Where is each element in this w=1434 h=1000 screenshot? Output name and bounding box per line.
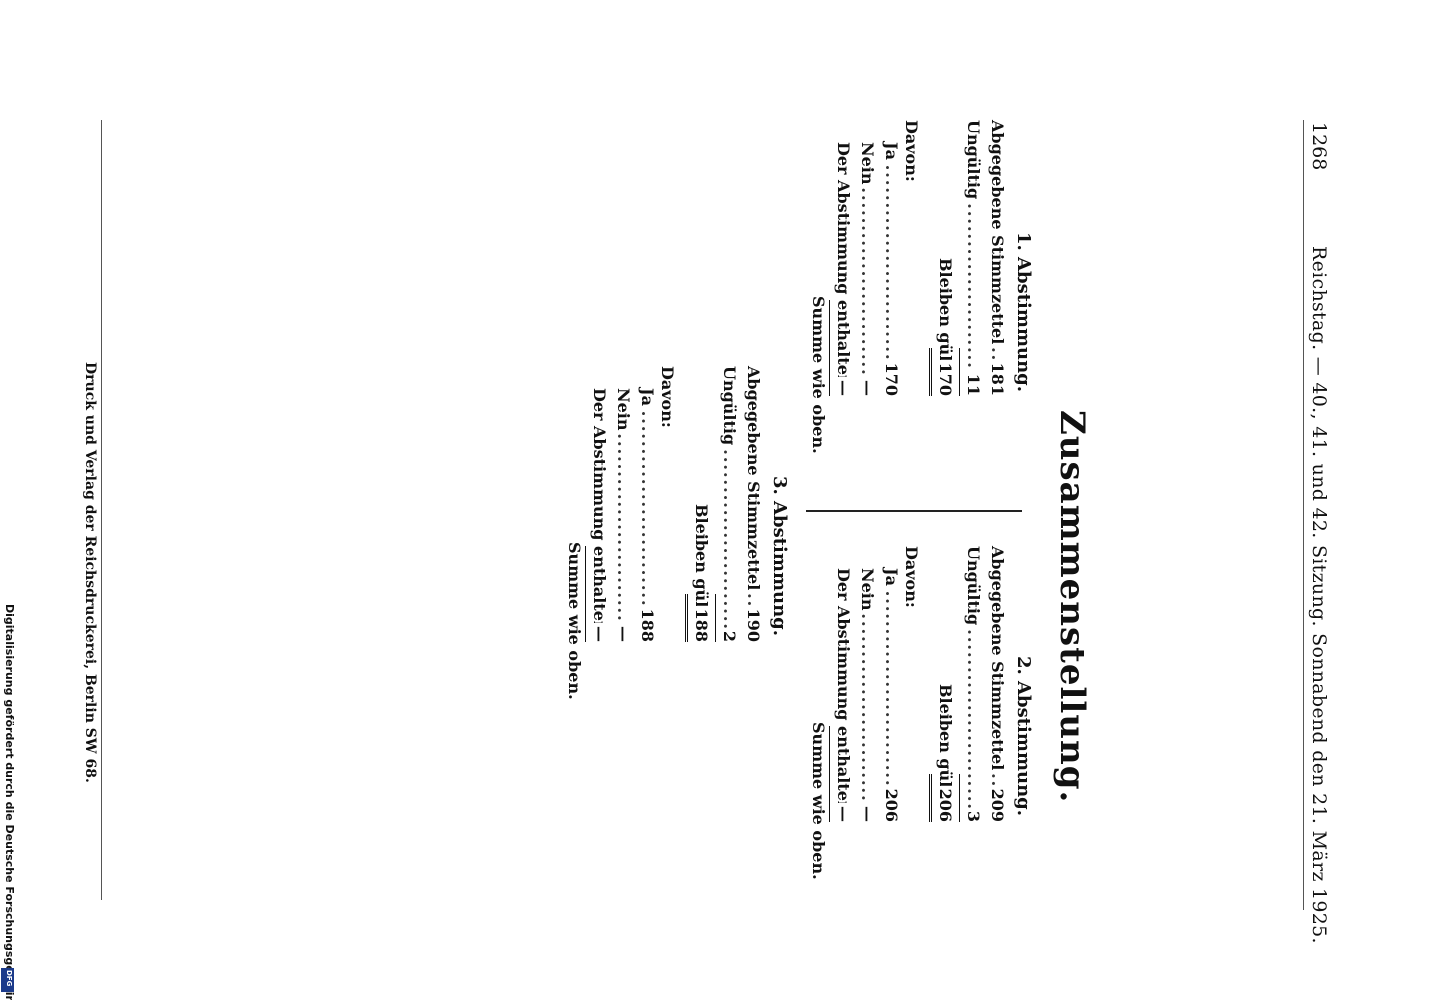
row-label: Nein bbox=[856, 142, 878, 187]
row-value: 209 bbox=[986, 785, 1008, 822]
total-double-rule bbox=[685, 594, 688, 642]
row-value: 3 bbox=[962, 807, 984, 822]
subtract-rule bbox=[959, 348, 960, 396]
row-label: Der Abstimmung enthalten bbox=[832, 568, 854, 815]
row-label: Nein bbox=[856, 568, 878, 613]
davon-label: Davon: bbox=[902, 120, 921, 182]
subtract-rule bbox=[959, 774, 960, 822]
printer-imprint: Druck und Verlag der Reichsdruckerei, Be… bbox=[82, 362, 98, 783]
header-rule bbox=[1303, 120, 1304, 910]
leader-dots: ........................................… bbox=[882, 568, 901, 822]
row-ungueltig: ........................................… bbox=[962, 120, 984, 396]
row-label: Abgegebene Stimmzettel bbox=[986, 546, 1008, 773]
row-label: Der Abstimmung enthalten bbox=[588, 388, 610, 635]
section-title: 3. Abstimmung. bbox=[769, 476, 790, 637]
row-ungueltig: ........................................… bbox=[962, 546, 984, 822]
digitization-credit: Digitalisierung gefördert durch die Deut… bbox=[2, 604, 16, 1000]
row-ja: ........................................… bbox=[636, 388, 658, 642]
row-label: Abgegebene Stimmzettel bbox=[742, 366, 764, 593]
sum-rule bbox=[829, 726, 830, 822]
summe-label: Summe wie oben. bbox=[809, 722, 828, 880]
leader-dots: ........................................… bbox=[882, 142, 901, 396]
summe-label: Summe wie oben. bbox=[565, 542, 584, 700]
row-label: Abgegebene Stimmzettel bbox=[986, 120, 1008, 347]
row-abgegeben: ........................................… bbox=[986, 546, 1008, 822]
row-ungueltig: ........................................… bbox=[718, 366, 740, 642]
main-title: Zusammenstellung. bbox=[1052, 410, 1092, 804]
row-value: 11 bbox=[962, 370, 984, 396]
row-value: — bbox=[832, 377, 854, 396]
row-value: — bbox=[832, 803, 854, 822]
row-enthalten: ........................................… bbox=[832, 568, 854, 822]
sum-rule bbox=[585, 546, 586, 642]
row-ja: ........................................… bbox=[880, 568, 902, 822]
row-value: — bbox=[856, 377, 878, 396]
row-label: Ja bbox=[636, 388, 658, 408]
row-label: Nein bbox=[612, 388, 634, 433]
row-bleiben-gueltig: .................... Bleiben gültig 206 bbox=[934, 684, 956, 822]
row-label: Ungültig bbox=[718, 366, 740, 448]
row-label: Ja bbox=[880, 568, 902, 588]
row-bleiben-gueltig: .................... Bleiben gültig 170 bbox=[934, 258, 956, 396]
section-title: 2. Abstimmung. bbox=[1013, 656, 1034, 817]
row-value: 181 bbox=[986, 359, 1008, 396]
davon-label: Davon: bbox=[902, 546, 921, 608]
credit-text: Digitalisierung gefördert durch die Deut… bbox=[3, 604, 16, 1000]
row-value: — bbox=[612, 623, 634, 642]
row-value: — bbox=[856, 803, 878, 822]
row-enthalten: ........................................… bbox=[832, 142, 854, 396]
davon-label: Davon: bbox=[658, 366, 677, 428]
row-nein: ........................................… bbox=[856, 142, 878, 396]
section-title: 1. Abstimmung. bbox=[1013, 232, 1034, 393]
row-value: — bbox=[588, 623, 610, 642]
dfg-logo-text: DFG bbox=[5, 970, 13, 987]
subtract-rule bbox=[715, 594, 716, 642]
row-value: 206 bbox=[880, 785, 902, 822]
row-label: Ungültig bbox=[962, 120, 984, 202]
running-title: Reichstag. — 40., 41. und 42. Sitzung. S… bbox=[1308, 246, 1330, 944]
page-number: 1268 bbox=[1308, 122, 1330, 171]
sum-rule bbox=[829, 300, 830, 396]
row-label: Der Abstimmung enthalten bbox=[832, 142, 854, 389]
row-label: Ja bbox=[880, 142, 902, 162]
row-ja: ........................................… bbox=[880, 142, 902, 396]
row-value: 188 bbox=[690, 605, 712, 642]
row-label: Ungültig bbox=[962, 546, 984, 628]
dfg-logo: DFG bbox=[1, 968, 14, 992]
row-value: 2 bbox=[718, 627, 740, 642]
column-divider bbox=[806, 510, 1022, 512]
row-nein: ........................................… bbox=[856, 568, 878, 822]
summe-label: Summe wie oben. bbox=[809, 296, 828, 454]
row-value: 170 bbox=[880, 359, 902, 396]
row-value: 190 bbox=[742, 605, 764, 642]
leader-dots: ........................................… bbox=[638, 388, 657, 642]
total-double-rule bbox=[929, 348, 932, 396]
row-value: 170 bbox=[934, 359, 956, 396]
row-value: 188 bbox=[636, 605, 658, 642]
row-value: 206 bbox=[934, 785, 956, 822]
row-abgegeben: ........................................… bbox=[742, 366, 764, 642]
row-enthalten: ........................................… bbox=[588, 388, 610, 642]
total-double-rule bbox=[929, 774, 932, 822]
footer-rule bbox=[101, 120, 102, 900]
row-nein: ........................................… bbox=[612, 388, 634, 642]
row-abgegeben: ........................................… bbox=[986, 120, 1008, 396]
row-bleiben-gueltig: .................... Bleiben gültig 188 bbox=[690, 504, 712, 642]
